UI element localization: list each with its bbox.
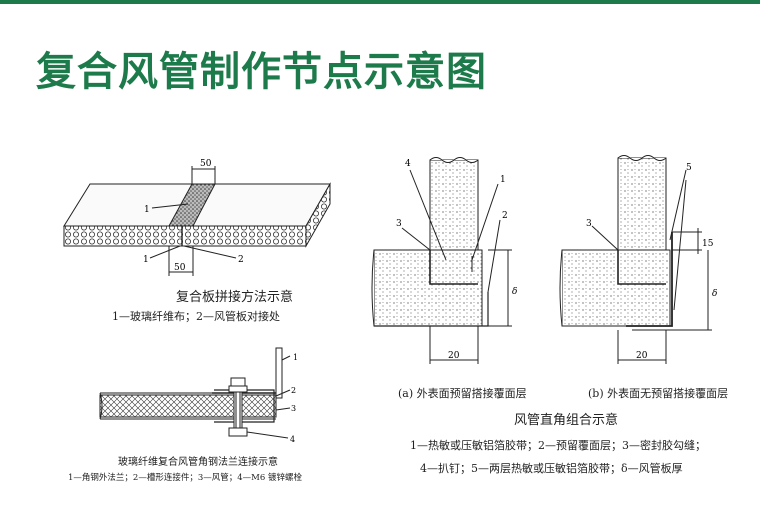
corner-joint-b-figure bbox=[559, 155, 712, 364]
fig3b-dim-delta: δ bbox=[712, 289, 717, 299]
fig2-label-4: 4 bbox=[290, 435, 295, 444]
fig2-label-3: 3 bbox=[291, 404, 296, 413]
fig3a-label-4: 4 bbox=[405, 159, 411, 169]
fig2-legend: 1—角钢外法兰；2—槽形连接件；3—风管；4—M6 镀锌螺栓 bbox=[68, 473, 302, 483]
fig1-dim-top: 50 bbox=[200, 159, 212, 169]
fig3a-dim-delta: δ bbox=[512, 287, 517, 297]
fig1-legend: 1—玻璃纤维布；2—风管板对接处 bbox=[112, 310, 280, 323]
fig3a-caption: (a) 外表面预留搭接覆面层 bbox=[398, 387, 527, 400]
angle-flange-figure bbox=[99, 347, 291, 439]
fig3b-dim-20: 20 bbox=[636, 351, 648, 361]
fig2-label-2: 2 bbox=[291, 386, 296, 395]
fig3b-caption: (b) 外表面无预留搭接覆面层 bbox=[588, 387, 729, 400]
fig1-label-1b: 1 bbox=[143, 255, 149, 265]
fig3b-dim-15: 15 bbox=[702, 239, 714, 249]
fig3a-label-1: 1 bbox=[500, 175, 506, 185]
fig3b-label-5: 5 bbox=[686, 163, 692, 173]
fig3b-label-3: 3 bbox=[586, 219, 592, 229]
fig2-caption: 玻璃纤维复合风管角钢法兰连接示意 bbox=[118, 457, 278, 468]
fig3-legend-line1: 1—热敏或压敏铝箔胶带；2—预留覆面层；3—密封胶勾缝； bbox=[410, 439, 706, 452]
fig3-legend-line2: 4—扒钉；5—两层热敏或压敏铝箔胶带；δ—风管板厚 bbox=[420, 462, 683, 475]
fig3-caption: 风管直角组合示意 bbox=[514, 413, 619, 428]
fig3a-label-3: 3 bbox=[396, 219, 402, 229]
fig1-label-2: 2 bbox=[238, 255, 244, 265]
page-title: 复合风管制作节点示意图 bbox=[36, 49, 487, 95]
fig3a-dim-20: 20 bbox=[448, 351, 460, 361]
top-accent-bar bbox=[0, 0, 760, 4]
fig1-caption: 复合板拼接方法示意 bbox=[176, 290, 294, 305]
board-splice-figure bbox=[63, 166, 331, 276]
fig3a-label-2: 2 bbox=[502, 211, 508, 221]
fig1-label-1a: 1 bbox=[144, 205, 150, 215]
fig2-label-1: 1 bbox=[293, 353, 298, 362]
fig1-dim-bottom: 50 bbox=[174, 263, 186, 273]
corner-joint-a-figure bbox=[371, 157, 512, 364]
